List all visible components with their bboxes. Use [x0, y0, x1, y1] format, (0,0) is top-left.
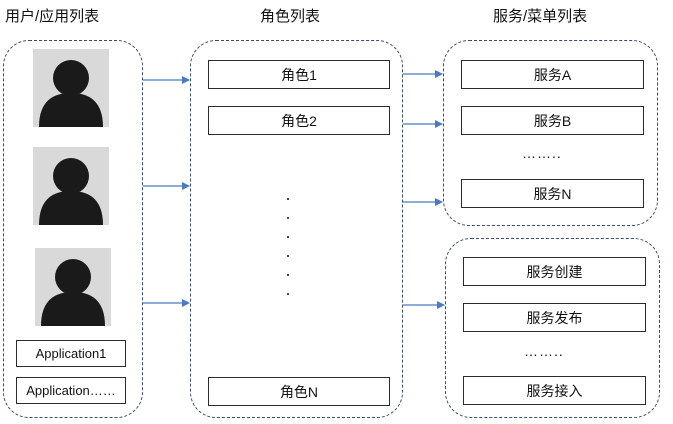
roles-list-title: 角色列表	[260, 8, 321, 25]
roles-panel	[190, 40, 403, 418]
services-bottom-ellipsis: ……..	[524, 343, 564, 359]
user-avatar-icon	[35, 248, 111, 326]
service-item: 服务B	[461, 106, 644, 135]
application-item: Application……	[16, 377, 126, 404]
users-list-title: 用户/应用列表	[5, 8, 100, 25]
role-item: 角色N	[208, 377, 390, 406]
user-avatar-icon	[33, 147, 109, 225]
role-item: 角色2	[208, 106, 390, 135]
services-list-title: 服务/菜单列表	[493, 8, 588, 25]
user-avatar-icon	[33, 49, 109, 127]
service-operation-item: 服务发布	[463, 303, 646, 332]
service-operation-item: 服务接入	[463, 376, 646, 405]
role-item: 角色1	[208, 60, 390, 89]
service-item: 服务N	[461, 179, 644, 208]
application-item: Application1	[16, 340, 126, 367]
services-top-ellipsis: ……..	[522, 145, 562, 161]
service-operation-item: 服务创建	[463, 257, 646, 286]
roles-vertical-ellipsis	[287, 198, 291, 302]
service-item: 服务A	[461, 60, 644, 89]
